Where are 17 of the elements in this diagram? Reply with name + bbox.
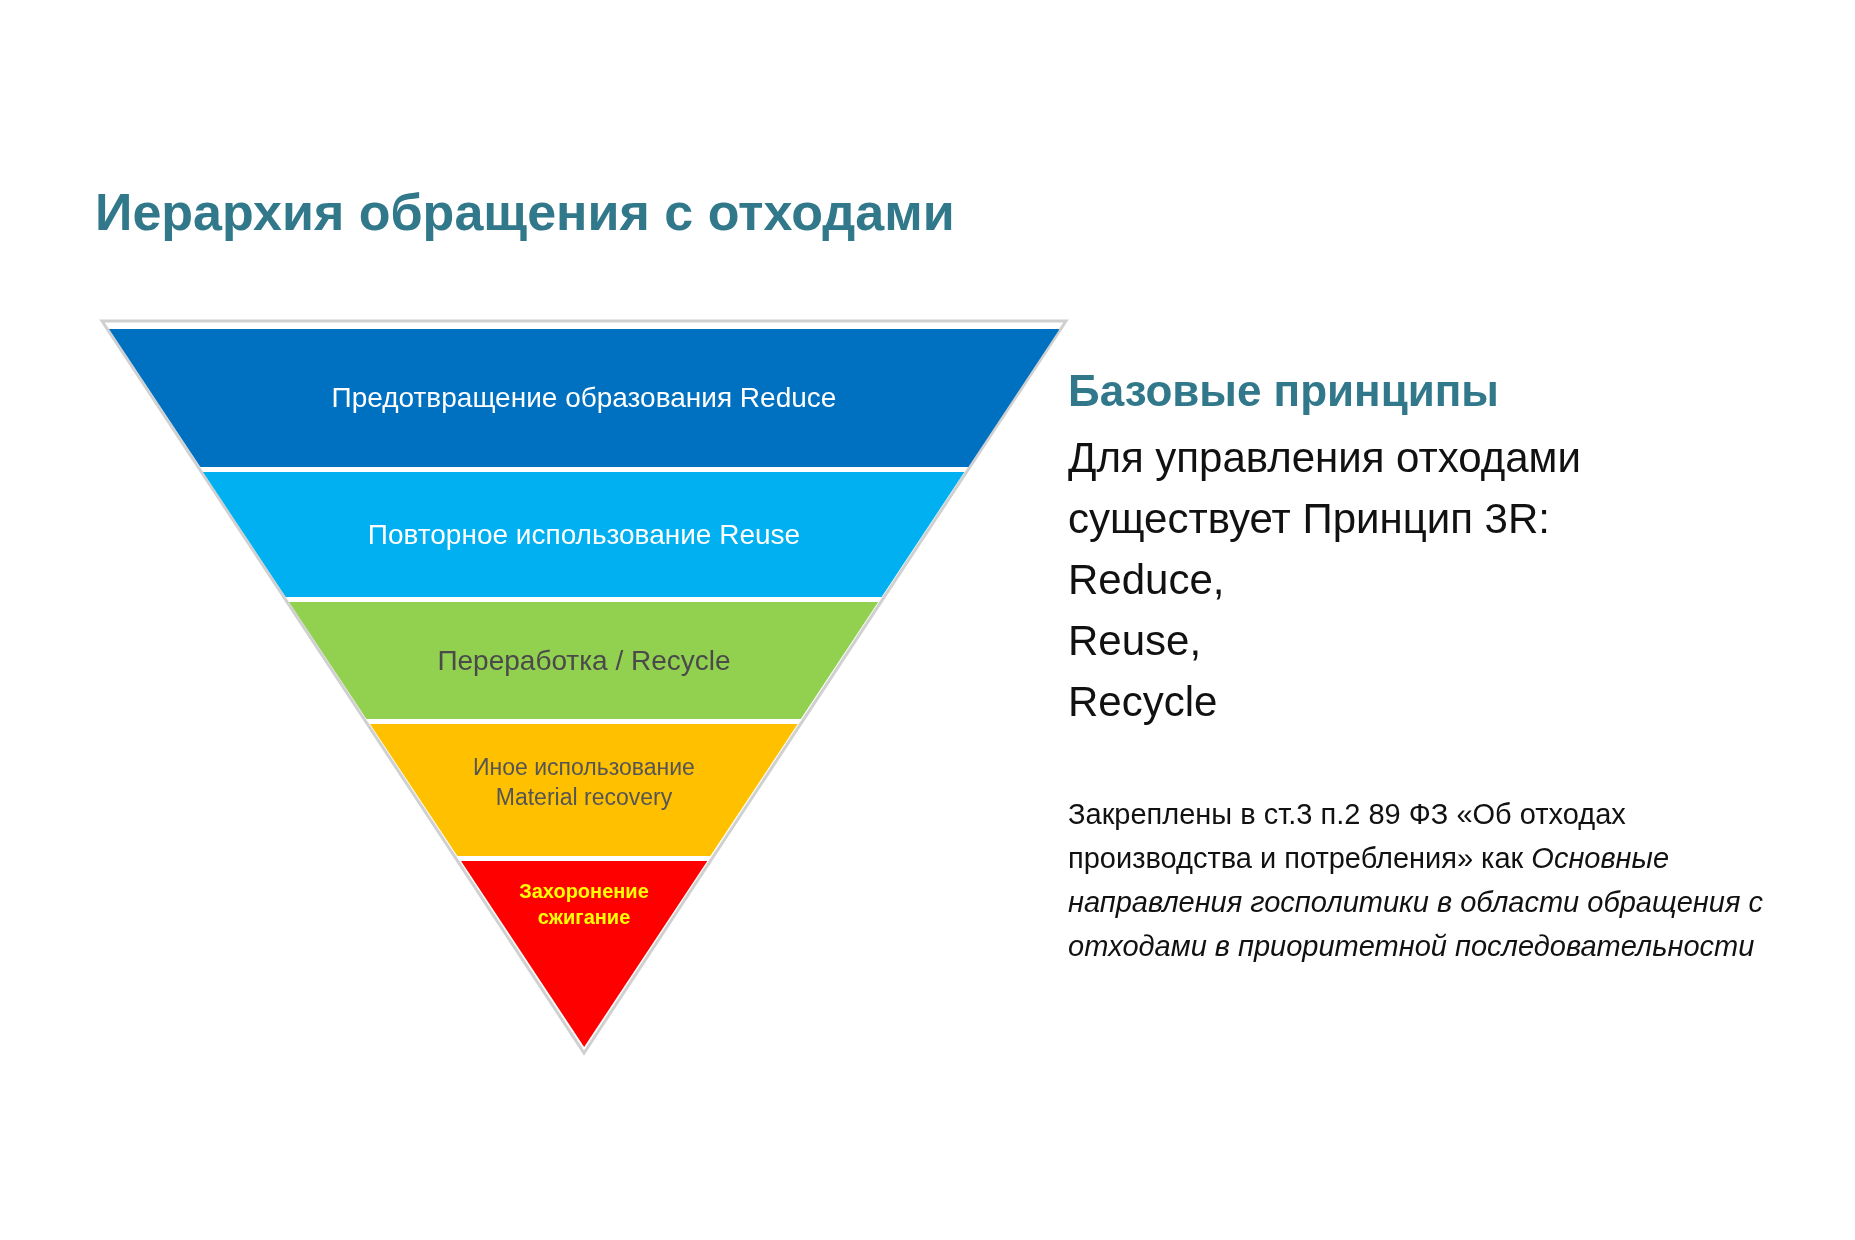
law-note: Закреплены в ст.3 п.2 89 ФЗ «Об отходах производства и потребления» как Основные направления госполитики в области обращения с отходами в приоритетной последовательности — [1068, 797, 1764, 965]
hierarchy-band — [203, 472, 965, 597]
hierarchy-band — [108, 329, 1060, 467]
hierarchy-band — [460, 861, 708, 1047]
band-label: Переработка / Recycle — [436, 643, 732, 678]
hierarchy-band — [289, 602, 879, 719]
intro-text: Для управления отходами существует Принцип 3R: — [1068, 433, 1582, 544]
principle-text: Reuse, — [1068, 616, 1203, 666]
section-heading: Базовые принципы — [1068, 365, 1500, 417]
band-label: Повторное использование Reuse — [366, 517, 802, 552]
band-label: Захоронение сжигание — [518, 878, 650, 930]
band-label: Иное использование Material recovery — [472, 753, 696, 813]
slide-title: Иерархия обращения с отходами — [95, 182, 955, 242]
band-label: Предотвращение образования Reduce — [330, 380, 838, 415]
principle-text: Reduce, — [1068, 555, 1226, 605]
hierarchy-band — [370, 724, 798, 856]
principle-text: Recycle — [1068, 677, 1219, 727]
